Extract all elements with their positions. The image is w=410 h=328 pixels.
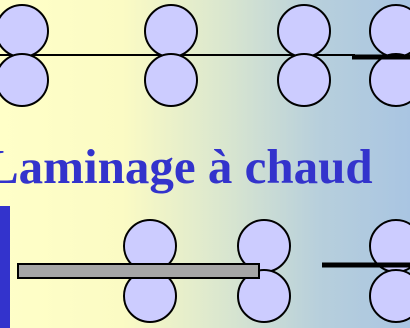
upper-roll-stand-2 <box>144 4 198 107</box>
lower-slab <box>17 263 260 279</box>
slide-title: Laminage à chaud <box>0 139 373 194</box>
upper-roller-bottom-1 <box>0 53 49 107</box>
upper-roller-top-3 <box>277 4 331 58</box>
blue-bar <box>0 206 10 328</box>
upper-roller-top-4 <box>369 4 410 58</box>
lower-roller-bottom-2 <box>237 269 291 323</box>
lower-roll-stand-2 <box>237 219 291 323</box>
upper-roller-bottom-2 <box>144 53 198 107</box>
upper-roll-stand-3 <box>277 4 331 107</box>
upper-roll-stand-1 <box>0 4 49 107</box>
lower-roll-stand-3 <box>369 219 410 323</box>
upper-roller-top-1 <box>0 4 49 58</box>
lower-roller-bottom-3 <box>369 269 410 323</box>
upper-roller-bottom-4 <box>369 53 410 107</box>
upper-roller-bottom-3 <box>277 53 331 107</box>
upper-roller-top-2 <box>144 4 198 58</box>
upper-roll-stand-4 <box>369 4 410 107</box>
